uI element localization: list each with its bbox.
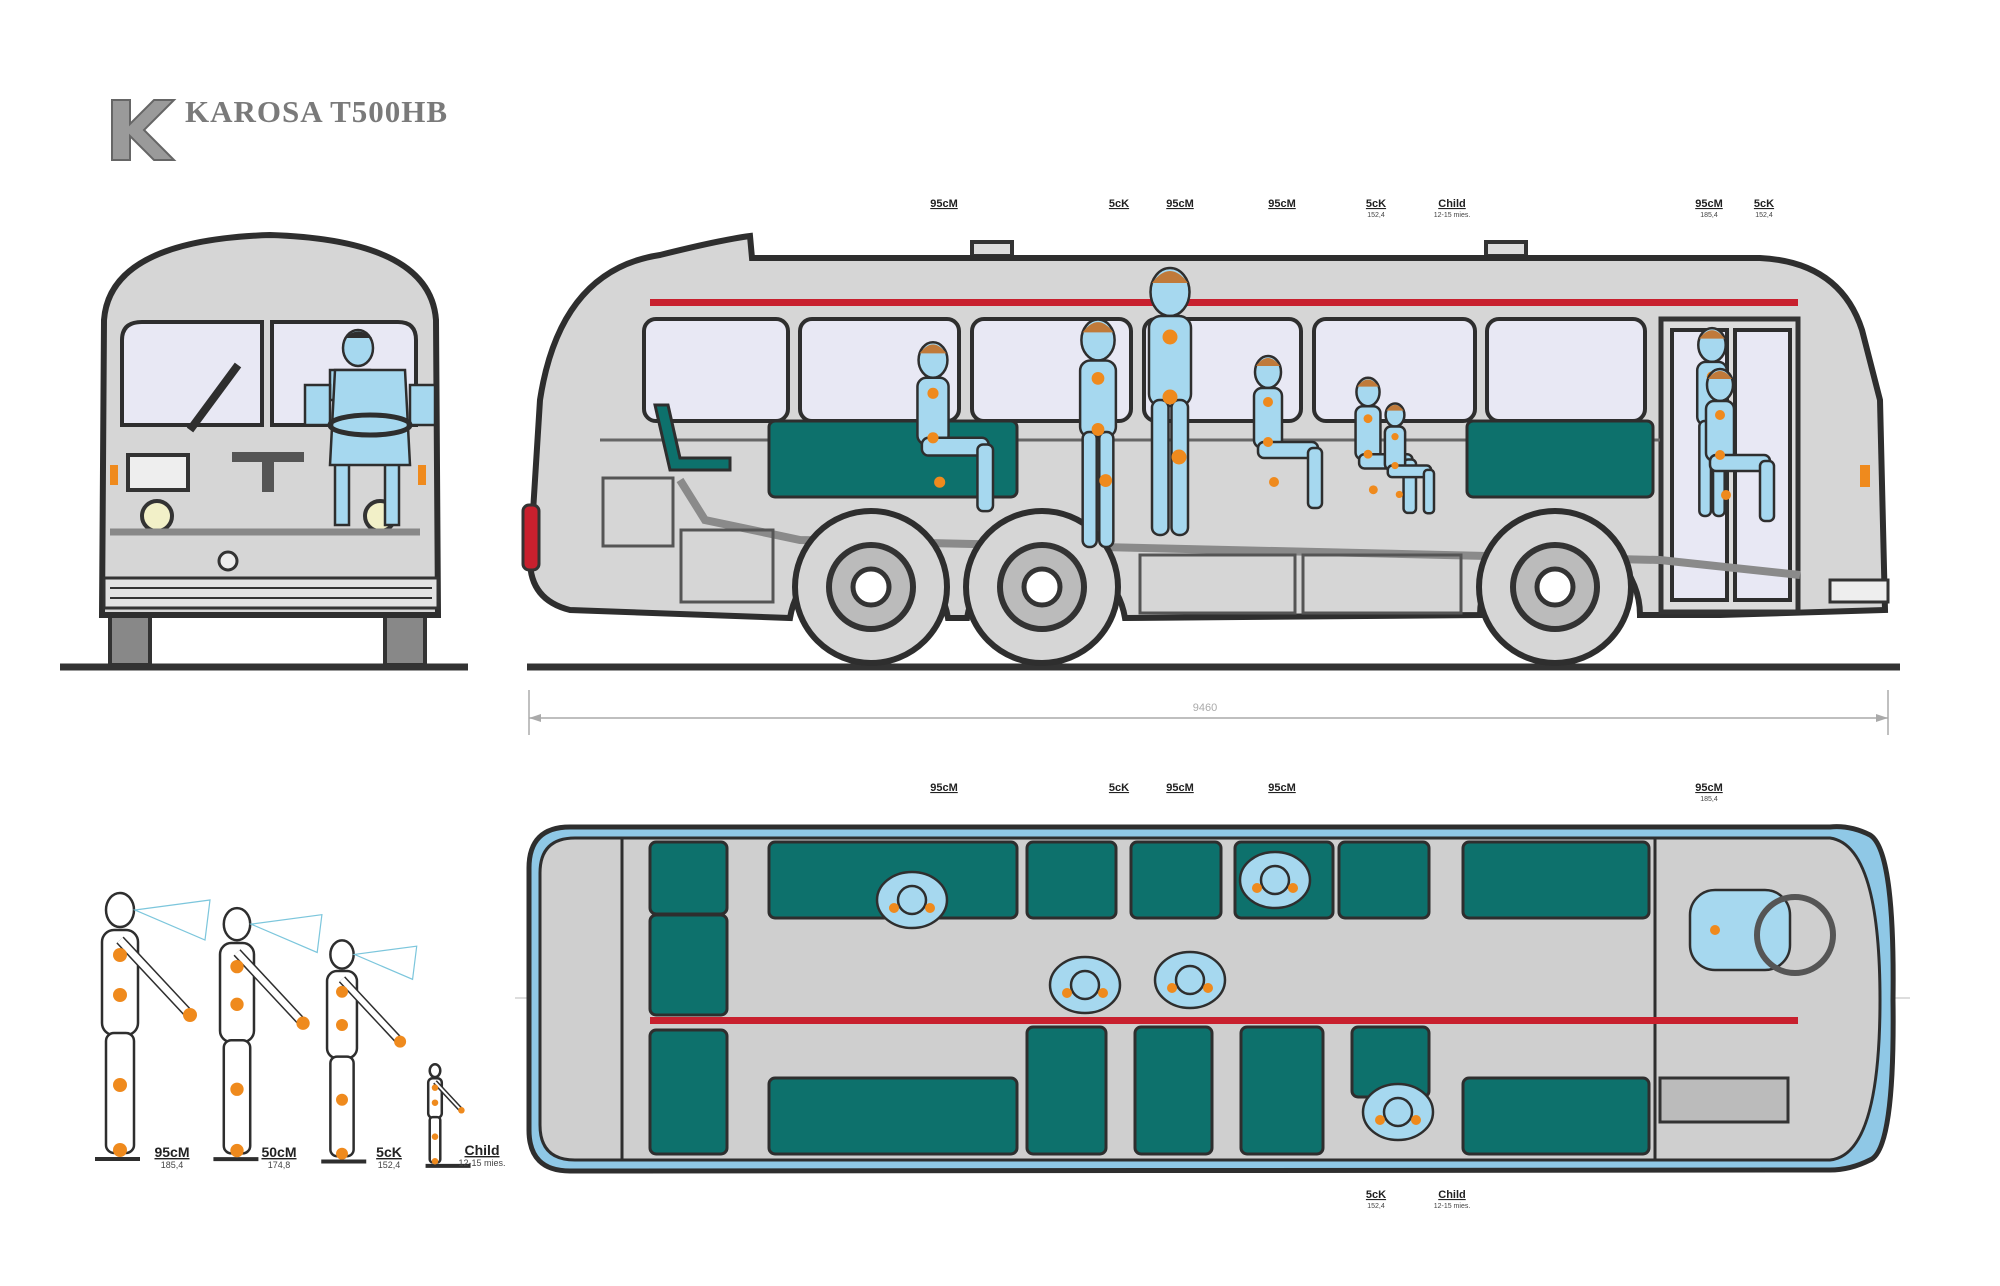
logo-title: KAROSA T500HB xyxy=(185,94,448,129)
plan-view xyxy=(515,824,1910,1174)
plan-label-name: 5cK xyxy=(1109,782,1129,794)
passenger-figure-top xyxy=(875,870,949,930)
passenger-figure-top xyxy=(1238,850,1312,910)
side-label-sub: 185,4 xyxy=(1700,212,1718,219)
anthropometric-label-name: 5cK xyxy=(376,1144,402,1160)
side-view: 9460 xyxy=(521,232,1900,735)
side-passenger-figures xyxy=(916,266,1776,549)
seat xyxy=(1025,1025,1108,1156)
side-label: 95cM xyxy=(1268,198,1296,210)
standing-figure xyxy=(213,906,323,1162)
side-label: 95cM xyxy=(1166,198,1194,210)
plan-label: 5cK 152,4 xyxy=(1366,1189,1386,1210)
side-label-name: 95cM xyxy=(1268,198,1296,210)
plan-label-name: Child xyxy=(1438,1189,1466,1201)
plan-label: 5cK xyxy=(1109,782,1129,794)
side-wheels xyxy=(792,508,1634,666)
side-label-name: 95cM xyxy=(1695,198,1723,210)
seat xyxy=(648,913,729,1017)
seat xyxy=(1129,840,1223,920)
logo-k-mark xyxy=(111,99,177,161)
plan-label: 95cM xyxy=(1268,782,1296,794)
plan-label-sub: 152,4 xyxy=(1367,1203,1385,1210)
anthropometric-label-name: Child xyxy=(465,1142,500,1158)
driver-figure-plan xyxy=(1688,888,1836,976)
seat xyxy=(1133,1025,1214,1156)
side-label-sub: 12-15 mies. xyxy=(1434,212,1471,219)
length-dimension: 9460 xyxy=(528,690,1889,735)
plan-label-sub: 185,4 xyxy=(1700,796,1718,803)
seat xyxy=(1239,1025,1325,1156)
seat xyxy=(1461,1076,1651,1156)
standing-figure xyxy=(321,939,418,1164)
plan-label: 95cM xyxy=(1166,782,1194,794)
passenger-figure-top xyxy=(1048,955,1122,1015)
plan-label: 95cM xyxy=(930,782,958,794)
side-label-name: 5cK xyxy=(1109,198,1129,210)
standing-figure xyxy=(95,891,211,1161)
luggage-net xyxy=(1658,1076,1790,1124)
driver-figure-front xyxy=(303,328,437,527)
side-label-name: Child xyxy=(1438,198,1466,210)
standing-figure xyxy=(425,1062,471,1168)
side-label-name: 95cM xyxy=(930,198,958,210)
seat xyxy=(648,1028,729,1156)
seat xyxy=(648,840,729,916)
passenger-figure xyxy=(1252,354,1324,510)
passenger-figure xyxy=(1704,367,1776,523)
side-label-name: 5cK xyxy=(1754,198,1774,210)
side-label-sub: 152,4 xyxy=(1755,212,1773,219)
side-label: 5cK 152,4 xyxy=(1754,198,1774,219)
plan-label-name: 95cM xyxy=(1166,782,1194,794)
side-label: 5cK 152,4 xyxy=(1366,198,1386,219)
seat xyxy=(1461,840,1651,920)
side-label: Child 12-15 mies. xyxy=(1434,198,1471,219)
side-label: 5cK xyxy=(1109,198,1129,210)
passenger-figure xyxy=(916,340,995,513)
seat xyxy=(767,1076,1019,1156)
length-dimension-value: 9460 xyxy=(1193,702,1217,714)
side-label: 95cM 185,4 xyxy=(1695,198,1723,219)
anthropometric-label-sub: 12-15 mies. xyxy=(458,1158,505,1168)
passenger-figure xyxy=(1383,402,1436,515)
passenger-figure-top xyxy=(1361,1082,1435,1142)
plan-label-sub: 12-15 mies. xyxy=(1434,1203,1471,1210)
plan-label: 95cM 185,4 xyxy=(1695,782,1723,803)
plan-label: Child 12-15 mies. xyxy=(1434,1189,1471,1210)
plan-passenger-figures xyxy=(875,850,1435,1142)
passenger-figure xyxy=(1147,266,1193,537)
anthropometric-label-sub: 174,8 xyxy=(268,1160,291,1170)
plan-label-name: 95cM xyxy=(930,782,958,794)
side-label: 95cM xyxy=(930,198,958,210)
anthropometric-label-name: 50cM xyxy=(261,1144,296,1160)
passenger-figure xyxy=(1078,318,1118,549)
side-label-name: 5cK xyxy=(1366,198,1386,210)
passenger-figure-top xyxy=(1153,950,1227,1010)
anthropometric-label-name: 95cM xyxy=(154,1144,189,1160)
front-view xyxy=(60,231,468,671)
anthropometric-label-sub: 185,4 xyxy=(161,1160,184,1170)
karosa-logo: KAROSA T500HB xyxy=(111,94,448,161)
side-label-name: 95cM xyxy=(1166,198,1194,210)
plan-label-name: 95cM xyxy=(1268,782,1296,794)
side-label-sub: 152,4 xyxy=(1367,212,1385,219)
plan-seats xyxy=(648,840,1651,1156)
anthropometric-label-sub: 152,4 xyxy=(378,1160,401,1170)
seat xyxy=(1025,840,1118,920)
anthropometric-figures xyxy=(95,891,471,1168)
plan-label-name: 95cM xyxy=(1695,782,1723,794)
plan-label-name: 5cK xyxy=(1366,1189,1386,1201)
seat xyxy=(1337,840,1431,920)
